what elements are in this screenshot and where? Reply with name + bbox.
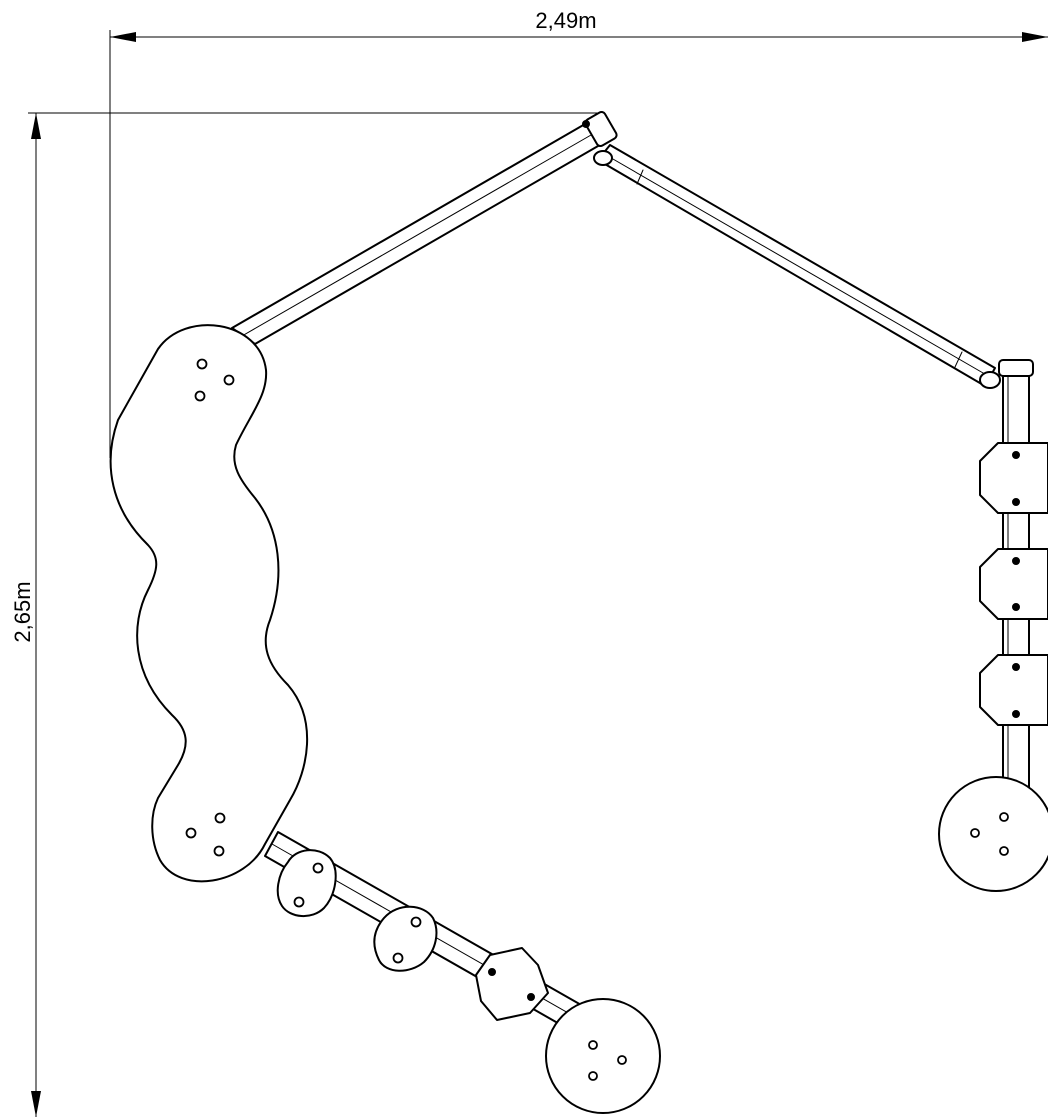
lower-foot-plate-hole-2 [617,1055,627,1065]
right-grip-2-body [979,548,1048,620]
apex-bracket [584,110,618,148]
wavy-panel-top-hole-1 [196,358,208,370]
height-label: 2,65m [10,581,35,642]
width-label: 2,49m [535,8,596,33]
right-grip-2-bolt-top [1012,557,1020,565]
lower-foot-plate-hole-3 [588,1071,598,1081]
upper-left-beam [231,119,606,345]
right-grip-1 [979,442,1048,514]
wavy-panel-outline [109,324,308,883]
rock-hold-1-hole-2 [293,896,305,908]
rock-hold-2 [373,905,438,972]
width-arrow-right [1022,32,1048,42]
right-grip-1-bolt-bottom [1012,498,1020,506]
right-foot-plate-hole-2 [999,812,1009,822]
right-foot-plate-disc [938,776,1048,892]
upper-right-beam-joint-a [636,169,644,185]
lower-foot-plate [545,998,661,1114]
apex-clamp [593,150,613,166]
lower-octagon-grip [475,947,549,1021]
wavy-panel [109,324,308,883]
lower-octagon-grip-bolt-2 [527,993,535,1001]
apex-bolt [582,120,590,128]
upper-right-beam-edge [605,154,991,378]
lower-octagon-grip-bolt-1 [488,968,496,976]
upper-left-beam-body [231,119,606,345]
width-dimension [109,30,1048,458]
right-foot-plate-hole-3 [999,846,1009,856]
height-arrow-bottom [31,1091,41,1117]
width-arrow-left [110,32,136,42]
right-grip-2-bolt-bottom [1012,603,1020,611]
upper-right-beam-joint-b [954,351,963,368]
right-post-clamp [979,371,1001,389]
wavy-panel-top-hole-2 [223,374,235,386]
wavy-panel-bottom-hole-3 [213,845,225,857]
rock-hold-2-hole-1 [410,916,422,928]
right-grip-1-body [979,442,1048,514]
right-grip-2 [979,548,1048,620]
lower-foot-plate-disc [545,998,661,1114]
rock-hold-1-hole-1 [312,862,324,874]
right-foot-plate [938,776,1048,892]
rock-hold-2-hole-2 [392,952,404,964]
upper-left-beam-edge [241,130,599,337]
upper-right-beam [597,144,996,387]
right-grip-3 [979,654,1048,726]
lower-foot-plate-hole-1 [588,1040,598,1050]
apex-connector [582,110,618,166]
right-foot-plate-hole-1 [970,828,980,838]
wavy-panel-bottom-hole-2 [185,827,197,839]
height-arrow-top [31,113,41,139]
lower-octagon-grip-body [475,947,549,1021]
wavy-panel-bottom-hole-1 [214,812,226,824]
right-grip-1-bolt-top [1012,451,1020,459]
right-post-cap [998,359,1034,377]
right-grip-3-body [979,654,1048,726]
height-dimension [28,112,600,1117]
rock-hold-1 [276,849,337,917]
right-grip-3-bolt-top [1012,663,1020,671]
wavy-panel-top-hole-3 [194,390,206,402]
rock-hold-1-body [276,849,337,917]
right-grip-3-bolt-bottom [1012,710,1020,718]
